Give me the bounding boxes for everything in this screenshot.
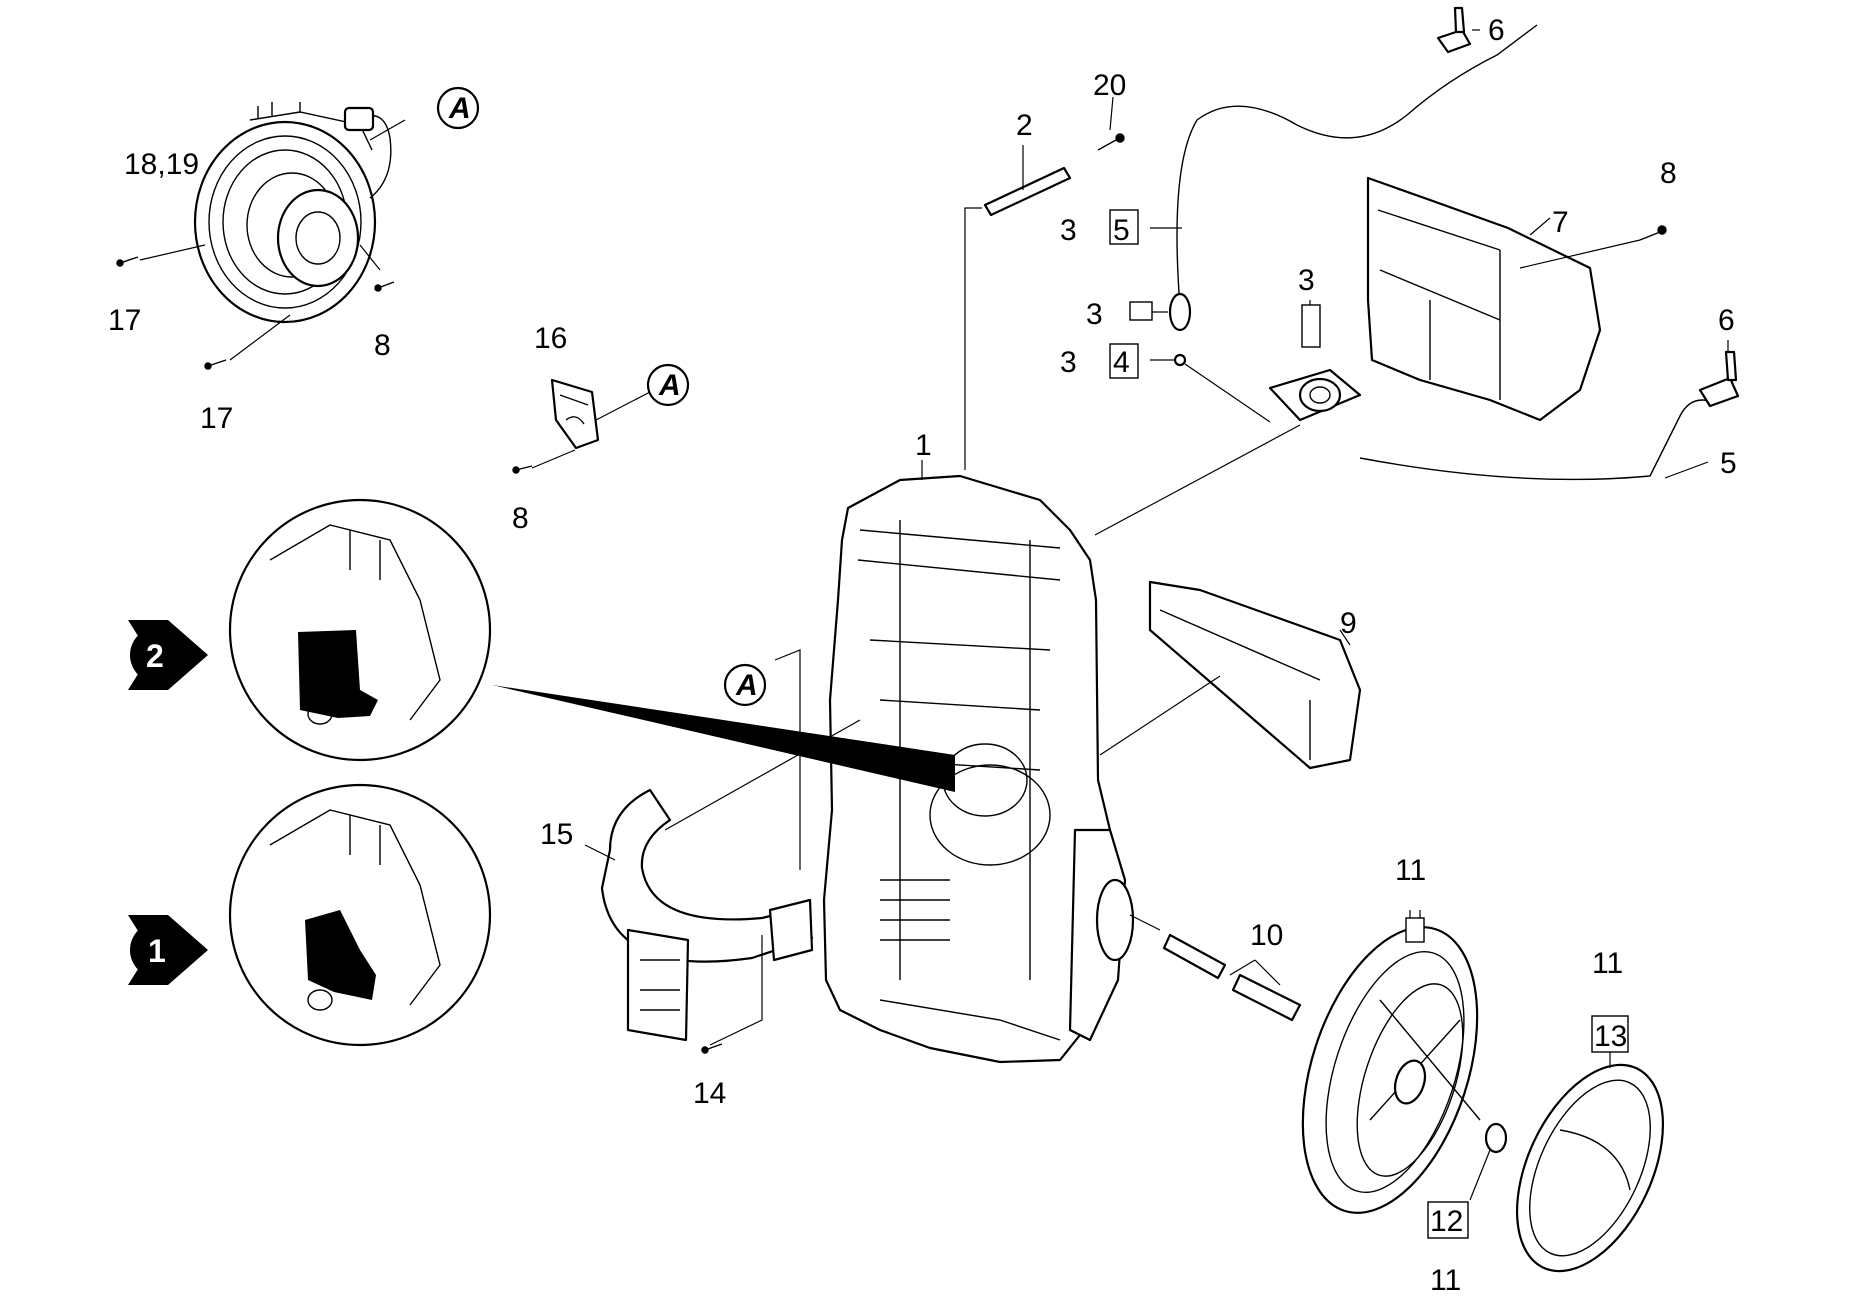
view-ref-a-housing: A	[723, 663, 767, 707]
callout-3b: 3	[1086, 298, 1103, 331]
step-1-label: 1	[148, 933, 166, 969]
callout-4: 4	[1113, 346, 1130, 379]
ref-a-label: A	[735, 669, 758, 702]
callout-15: 15	[540, 818, 573, 851]
callout-box-11-top	[1405, 917, 1425, 943]
ref-a-label: A	[448, 92, 471, 125]
leader-12	[1469, 1149, 1491, 1201]
leader-7	[1529, 217, 1551, 236]
callout-box-12	[1427, 1201, 1469, 1239]
ref-a-label: A	[658, 369, 681, 402]
handle-drawing	[600, 788, 814, 1054]
leader-seat-housing	[1094, 424, 1301, 536]
main-housing-drawing	[822, 474, 1135, 1064]
view-ref-a-clip: A	[646, 363, 690, 407]
callout-10: 10	[1250, 919, 1283, 952]
fitting-6-top-drawing	[1436, 6, 1472, 54]
callout-9: 9	[1340, 607, 1357, 640]
callout-12: 12	[1430, 1205, 1463, 1238]
cover-drawing	[1148, 580, 1362, 770]
callout-3d: 3	[1298, 264, 1315, 297]
step-2-label: 2	[146, 638, 164, 674]
callout-18-19: 18,19	[124, 148, 199, 181]
callout-5b: 5	[1720, 447, 1737, 480]
step-arrow-2: 2	[128, 620, 208, 690]
callout-box-3	[1129, 301, 1153, 321]
leader-handle-housing	[664, 719, 861, 831]
leader-15	[584, 844, 616, 861]
callout-13: 13	[1594, 1020, 1627, 1053]
detail-view-step-1	[228, 783, 492, 1047]
washer-part-4-drawing	[1173, 353, 1187, 367]
screw-part-20-drawing	[1097, 133, 1125, 151]
axle-drawing	[1162, 933, 1302, 1022]
hub-cap-drawing	[1515, 1063, 1665, 1273]
valve-seat-drawing	[1268, 368, 1362, 422]
leader-axle-housing	[1129, 914, 1161, 931]
callout-2: 2	[1016, 109, 1033, 142]
callout-5a: 5	[1113, 214, 1130, 247]
washer-part-12-drawing	[1484, 1122, 1508, 1154]
callout-box-3-seat	[1301, 304, 1321, 348]
leader-4-seat	[1184, 363, 1271, 423]
o-ring-drawing	[1168, 292, 1192, 332]
callout-11a: 11	[1395, 854, 1426, 887]
leader-5-right	[1664, 461, 1709, 479]
screw-part-8-right-drawing	[1639, 225, 1667, 241]
leader-2-housing	[964, 207, 982, 470]
callout-6a: 6	[1488, 14, 1505, 47]
view-ref-a-top: A	[436, 86, 480, 130]
leader-10	[1229, 959, 1281, 986]
cable-reel-drawing	[116, 102, 406, 370]
pin-part-2-drawing	[983, 166, 1072, 217]
callout-17a: 17	[108, 304, 141, 337]
hose-lower-drawing	[1359, 399, 1711, 481]
callout-8b: 8	[374, 329, 391, 362]
callout-3c: 3	[1060, 346, 1077, 379]
callout-1: 1	[915, 429, 932, 462]
clip-part-drawing	[512, 378, 651, 474]
detail-projection	[492, 685, 955, 792]
fitting-6-right-drawing	[1698, 350, 1740, 408]
hose-upper-drawing	[1176, 24, 1538, 331]
step-arrow-1: 1	[128, 915, 208, 985]
rear-panel-drawing	[1366, 176, 1641, 422]
callout-3a: 3	[1060, 214, 1077, 247]
leader-cover-housing	[1099, 675, 1221, 756]
callout-8a: 8	[1660, 157, 1677, 190]
leader-a-housing	[774, 649, 801, 870]
detail-view-step-2	[228, 498, 492, 762]
callout-box-4	[1109, 343, 1139, 379]
callout-11b: 11	[1592, 947, 1623, 980]
callout-11c: 11	[1430, 1264, 1461, 1297]
callout-8c: 8	[512, 502, 529, 535]
callout-6b: 6	[1718, 304, 1735, 337]
callout-box-13	[1591, 1015, 1629, 1053]
callout-7: 7	[1552, 206, 1569, 239]
leader-20	[1109, 96, 1114, 131]
callout-14: 14	[693, 1077, 726, 1110]
leader-14	[709, 935, 763, 1046]
callout-16: 16	[534, 322, 567, 355]
callout-20: 20	[1093, 69, 1126, 102]
callout-box-5	[1109, 209, 1139, 245]
callout-17b: 17	[200, 402, 233, 435]
wheel-drawing	[1301, 926, 1481, 1214]
leader-9	[1339, 629, 1351, 646]
